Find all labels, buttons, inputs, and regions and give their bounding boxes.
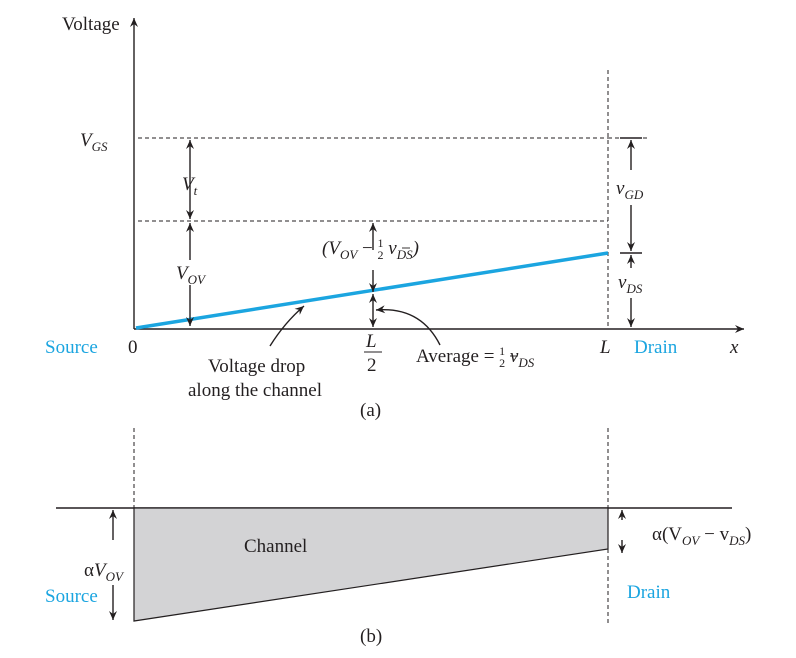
- vt-label: Vt: [182, 174, 198, 198]
- voltage-drop-pointer: [269, 305, 305, 347]
- average-pointer: [375, 305, 441, 346]
- origin-label: 0: [128, 337, 138, 358]
- source-label-b: Source: [45, 586, 98, 607]
- voltage-axis-label: Voltage: [62, 14, 120, 35]
- vgd-label: vGD: [616, 178, 644, 202]
- voltage-drop-label-line1: Voltage drop: [208, 356, 305, 377]
- half-length-denominator: 2: [367, 355, 377, 376]
- caption-a: (a): [360, 400, 381, 421]
- part-b: Channel αVOV α(VOV − vDS) Source Drain (…: [45, 428, 751, 647]
- channel-label: Channel: [244, 536, 307, 557]
- source-label-a: Source: [45, 337, 98, 358]
- drain-label-a: Drain: [634, 337, 678, 358]
- alpha-diff-label: α(VOV − vDS): [652, 524, 751, 548]
- voltage-drop-label-line2: along the channel: [188, 380, 322, 401]
- channel-voltage-line: [135, 251, 609, 330]
- x-axis-label: x: [729, 337, 739, 358]
- vgs-label: VGS: [80, 130, 108, 154]
- drain-label-b: Drain: [627, 582, 671, 603]
- channel-shape: [133, 507, 609, 622]
- part-a: Voltage x 0 L Source Drain VGS Vt VOV (V…: [45, 14, 744, 421]
- vov-label: VOV: [176, 263, 207, 287]
- length-label: L: [599, 337, 611, 358]
- caption-b: (b): [360, 626, 382, 647]
- vds-label: vDS: [618, 272, 643, 296]
- half-length-numerator: L: [365, 331, 377, 352]
- alpha-vov-label: αVOV: [84, 560, 125, 584]
